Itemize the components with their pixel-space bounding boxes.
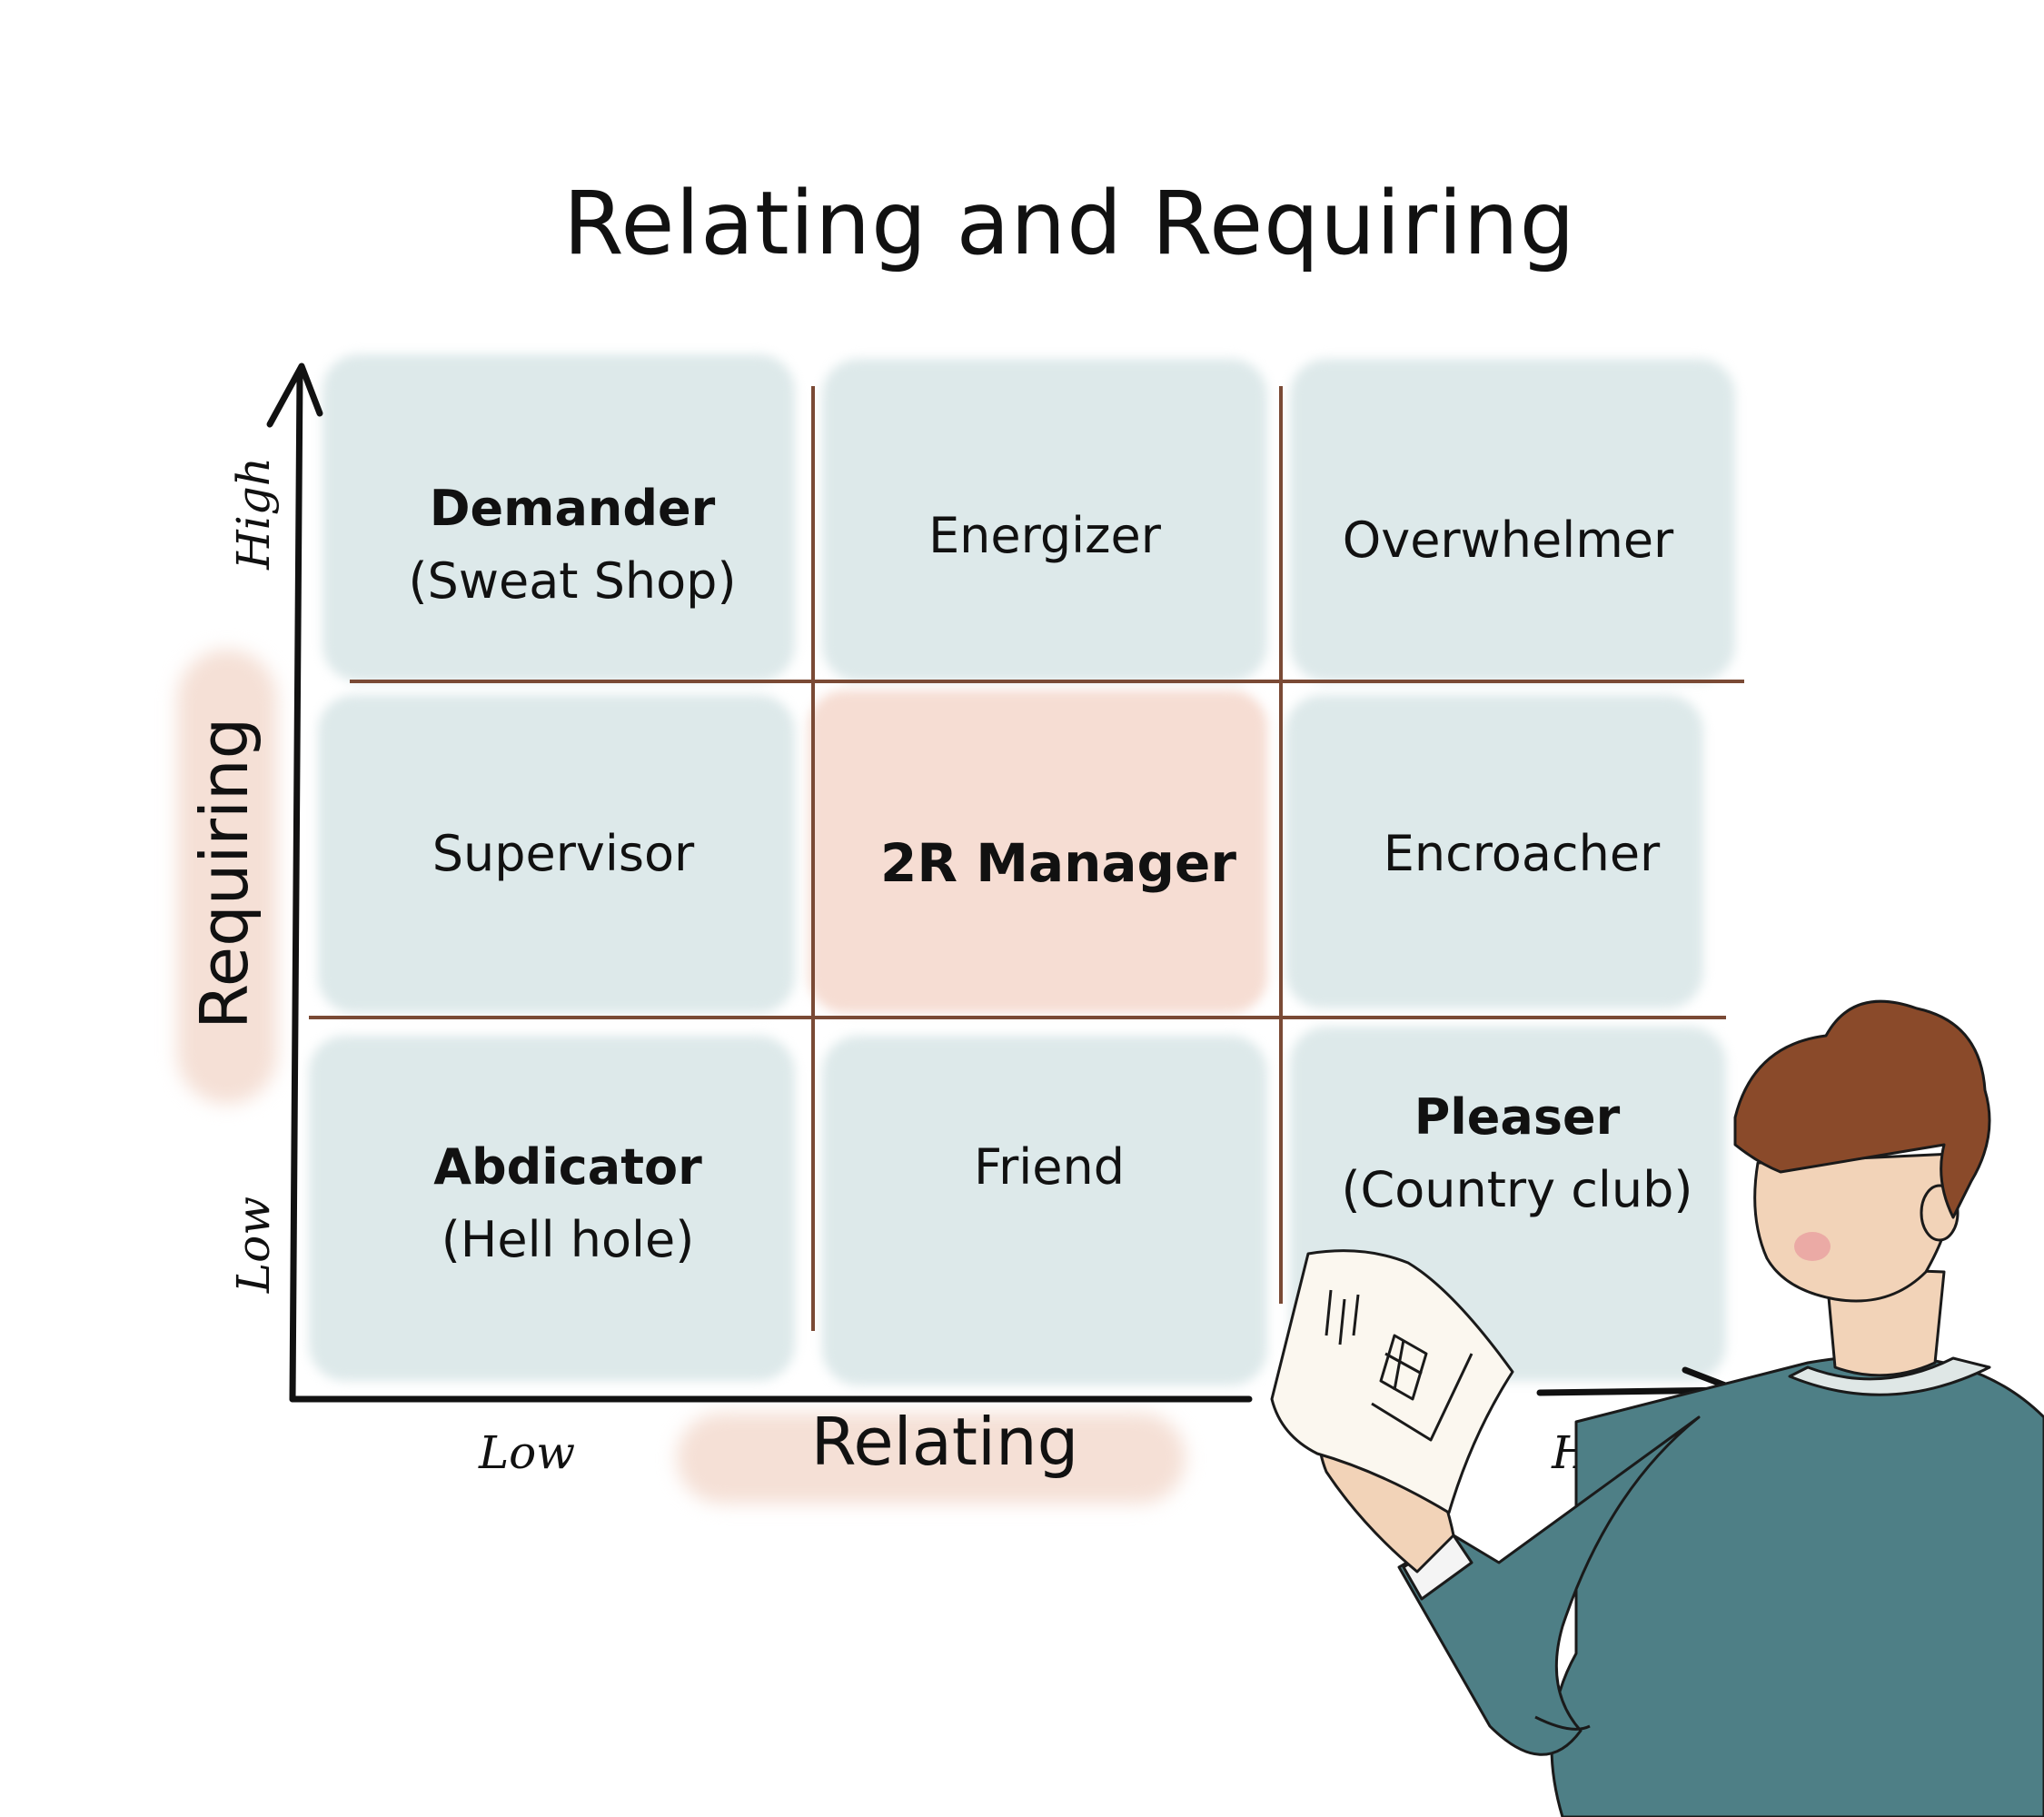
- cell-wash-encroacher: [1285, 695, 1703, 1008]
- person-body: [1317, 999, 2044, 1817]
- grid-line-horizontal-bottom: [309, 1016, 1726, 1019]
- cell-demander: Demander (Sweat Shop): [345, 454, 799, 636]
- diagram-title: Relating and Requiring: [563, 173, 1576, 274]
- y-axis-arrow: [266, 362, 323, 1403]
- cell-wash-friend: [822, 1036, 1267, 1385]
- cell-wash-abdicator: [309, 1036, 795, 1381]
- x-axis-title: Relating: [810, 1404, 1079, 1480]
- cell-supervisor-name: Supervisor: [432, 825, 695, 882]
- cell-pleaser: Pleaser (Country club): [1290, 1063, 1744, 1245]
- cell-overwhelmer-name: Overwhelmer: [1342, 511, 1674, 569]
- cell-manager: 2R Manager: [827, 813, 1290, 913]
- cell-pleaser-sub: (Country club): [1341, 1161, 1693, 1218]
- person-arm-crease: [1534, 1715, 1591, 1731]
- cell-abdicator-sub: (Hell hole): [441, 1211, 695, 1268]
- cheek-blush: [1794, 1232, 1831, 1261]
- cell-energizer-name: Energizer: [928, 507, 1161, 564]
- cell-encroacher: Encroacher: [1290, 809, 1753, 899]
- grid-line-vertical-right: [1279, 386, 1283, 1304]
- cell-friend: Friend: [822, 1122, 1276, 1213]
- cell-friend-name: Friend: [973, 1138, 1126, 1196]
- cell-wash-energizer: [822, 359, 1267, 681]
- cell-demander-sub: (Sweat Shop): [408, 552, 737, 610]
- x-axis-low-tick: Low: [478, 1426, 576, 1479]
- cell-abdicator-name: Abdicator: [433, 1138, 702, 1196]
- cell-energizer: Energizer: [818, 491, 1272, 581]
- cell-encroacher-name: Encroacher: [1383, 825, 1661, 882]
- held-paper-icon: [1270, 1249, 1514, 1514]
- cell-supervisor: Supervisor: [336, 809, 790, 899]
- cell-demander-name: Demander: [429, 480, 716, 537]
- cell-pleaser-name: Pleaser: [1414, 1088, 1621, 1146]
- grid-line-vertical-left: [811, 386, 815, 1331]
- y-axis-label-wash: [177, 650, 277, 1104]
- x-axis-label-wash: [677, 1413, 1186, 1504]
- cell-overwhelmer: Overwhelmer: [1281, 495, 1735, 586]
- cell-wash-demander: [322, 354, 795, 681]
- cell-manager-name: 2R Manager: [880, 832, 1236, 894]
- cell-abdicator: Abdicator (Hell hole): [341, 1113, 795, 1295]
- cell-wash-supervisor: [318, 695, 795, 1013]
- cell-wash-overwhelmer: [1290, 359, 1735, 681]
- grid-line-horizontal-top: [350, 680, 1744, 683]
- cell-wash-manager: [809, 690, 1267, 1013]
